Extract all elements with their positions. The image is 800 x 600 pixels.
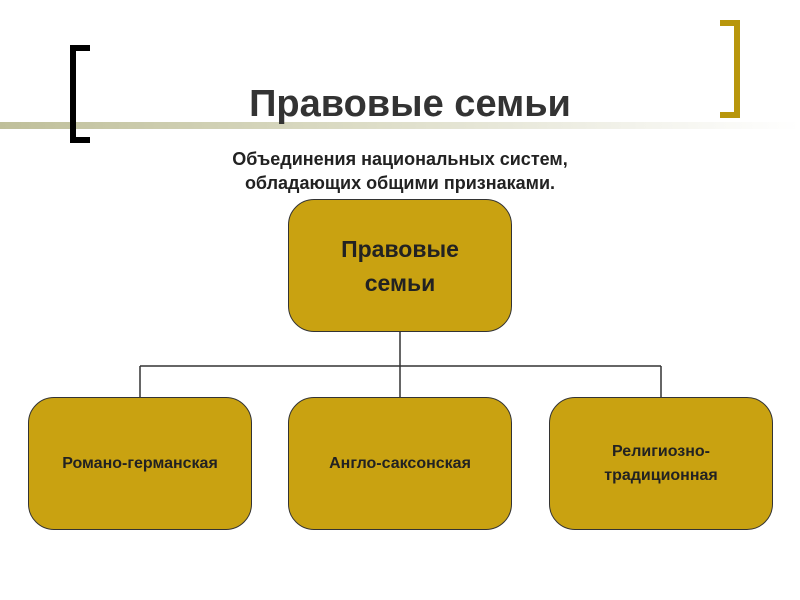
slide-subtitle: Объединения национальных систем, обладаю…: [170, 147, 630, 195]
subtitle-line-2: обладающих общими признаками.: [244, 173, 556, 193]
subtitle-line-1: Объединения национальных систем,: [232, 149, 568, 169]
decorative-gradient-bar: [0, 122, 800, 129]
child-node-romano-germanic: Романо-германская: [28, 397, 252, 530]
child-node-label: Романо-германская: [62, 454, 218, 472]
right-bracket-decoration: [720, 20, 740, 118]
child-node-religious-traditional: Религиозно-традиционная: [549, 397, 773, 530]
child-node-label: Англо-саксонская: [329, 454, 471, 472]
child-node-label: Религиозно-традиционная: [604, 442, 718, 484]
left-bracket-decoration: [70, 45, 90, 143]
root-node-label: Правовые семьи: [341, 235, 459, 296]
child-node-anglo-saxon: Англо-саксонская: [288, 397, 512, 530]
root-node: Правовые семьи: [288, 199, 512, 332]
slide-title: Правовые семьи: [249, 83, 571, 125]
